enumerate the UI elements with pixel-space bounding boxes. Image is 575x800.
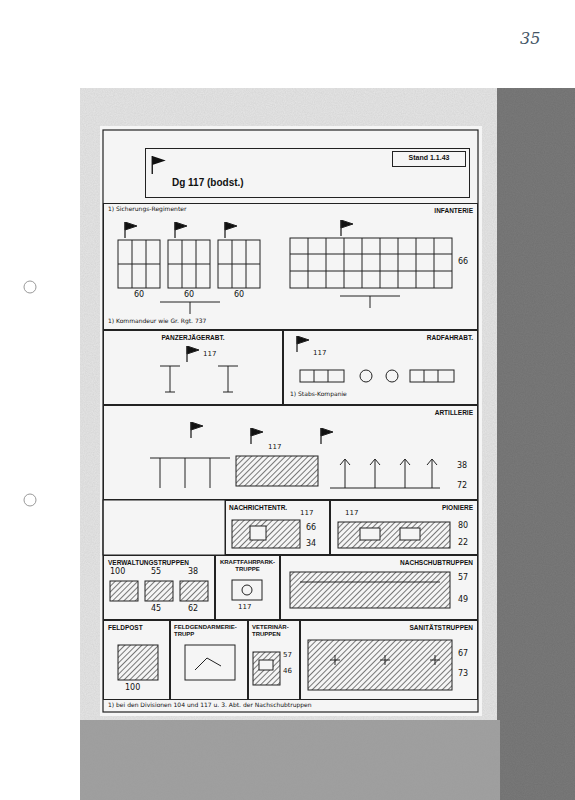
unit-panel: FELDGENDARMERIE-TRUPP <box>170 620 248 700</box>
scan-shadow <box>497 88 575 800</box>
chart-heading: Dg 117 (bodst.) <box>172 177 443 189</box>
unit-number: 117 <box>313 350 326 358</box>
unit-heading: NACHSCHUBTRUPPEN <box>285 559 473 566</box>
engineer-symbols <box>338 522 450 548</box>
title-box: Dg 117 (bodst.) Stand 1.1.43 <box>145 148 470 198</box>
scan-bottom <box>80 720 500 800</box>
strength-number: 62 <box>188 605 198 614</box>
strength-number: 55 <box>151 568 161 577</box>
strength-number: 60 <box>234 291 244 300</box>
scan-area <box>80 88 500 720</box>
unit-heading: SANITÄTSTRUPPEN <box>305 624 473 631</box>
unit-heading: VETERINÄR-TRUPPEN <box>252 624 296 638</box>
punch-hole <box>24 281 36 293</box>
unit-panel: ARTILLERIE <box>103 405 478 500</box>
strength-number: 66 <box>458 258 468 267</box>
strength-number: 22 <box>458 539 468 548</box>
police-symbol <box>185 645 235 680</box>
unit-heading: RADFAHRABT. <box>288 334 473 341</box>
unit-heading: FELDPOST <box>108 624 165 631</box>
unit-number: 117 <box>268 444 281 452</box>
signal-symbols <box>232 520 300 548</box>
medical-symbols <box>308 640 452 690</box>
date-box: Stand 1.1.43 <box>392 151 466 167</box>
note-text: 1) Sicherungs-Regimenter <box>108 206 186 213</box>
postal-symbol <box>118 645 158 680</box>
strength-number: 66 <box>306 524 316 533</box>
unit-number: 117 <box>203 351 216 359</box>
strength-number: 100 <box>125 684 140 693</box>
unit-heading: ARTILLERIE <box>108 409 473 416</box>
scan-shadow-grain <box>497 88 575 800</box>
page-number: 35 <box>520 30 540 48</box>
supply-symbols <box>290 572 450 608</box>
antitank-symbols <box>160 346 238 392</box>
artillery-symbols <box>150 422 440 488</box>
unit-panel: INFANTERIE <box>103 203 478 330</box>
date-text: Stand 1.1.43 <box>395 154 463 162</box>
punch-hole <box>24 494 36 506</box>
infantry-grid <box>290 220 452 308</box>
strength-number: 57 <box>283 652 292 660</box>
chart-frame <box>103 130 478 712</box>
division-flag <box>152 156 166 174</box>
unit-number: 117 <box>238 604 251 612</box>
unit-heading: KRAFTFAHRPARK-TRUPPE <box>219 559 276 573</box>
unit-panel: PIONIERE <box>330 500 478 555</box>
veterinary-symbol <box>253 652 280 685</box>
unit-number: 117 <box>300 510 313 518</box>
unit-number: 117 <box>345 510 358 518</box>
scan-grain <box>80 88 500 720</box>
strength-number: 38 <box>457 462 467 471</box>
strength-number: 38 <box>188 568 198 577</box>
strength-number: 67 <box>458 650 468 659</box>
strength-number: 45 <box>151 605 161 614</box>
strength-number: 57 <box>458 574 468 583</box>
unit-panel: NACHSCHUBTRUPPEN <box>280 555 478 620</box>
unit-heading: PANZERJÄGERABT. <box>108 334 278 341</box>
strength-number: 100 <box>110 568 125 577</box>
cyclist-symbols <box>297 336 454 382</box>
strength-number: 46 <box>283 668 292 676</box>
unit-heading: FELDGENDARMERIE-TRUPP <box>174 624 244 638</box>
strength-number: 80 <box>458 522 468 531</box>
footnote-text: 1) Stabs-Kompanie <box>290 391 347 398</box>
strength-number: 49 <box>458 596 468 605</box>
unit-panel: SANITÄTSTRUPPEN <box>300 620 478 700</box>
strength-number: 72 <box>457 482 467 491</box>
strength-number: 73 <box>458 670 468 679</box>
footnote-text: 1) Kommandeur wie Gr. Rgt. 737 <box>108 318 206 325</box>
admin-symbols <box>110 581 208 601</box>
motor-park-symbol <box>232 580 262 600</box>
paper-area <box>100 126 482 716</box>
footnote-text: 1) bei den Divisionen 104 und 117 u. 3. … <box>108 702 474 709</box>
unit-heading: VERWALTUNGSTRUPPEN <box>108 559 210 566</box>
scan-bottom-grain <box>80 720 500 800</box>
regiment-symbols <box>118 222 260 314</box>
unit-panel: VETERINÄR-TRUPPEN <box>248 620 300 700</box>
strength-number: 34 <box>306 540 316 549</box>
unit-panel: PANZERJÄGERABT. <box>103 330 283 405</box>
strength-number: 60 <box>134 291 144 300</box>
empty-cell <box>103 500 225 555</box>
strength-number: 60 <box>184 291 194 300</box>
